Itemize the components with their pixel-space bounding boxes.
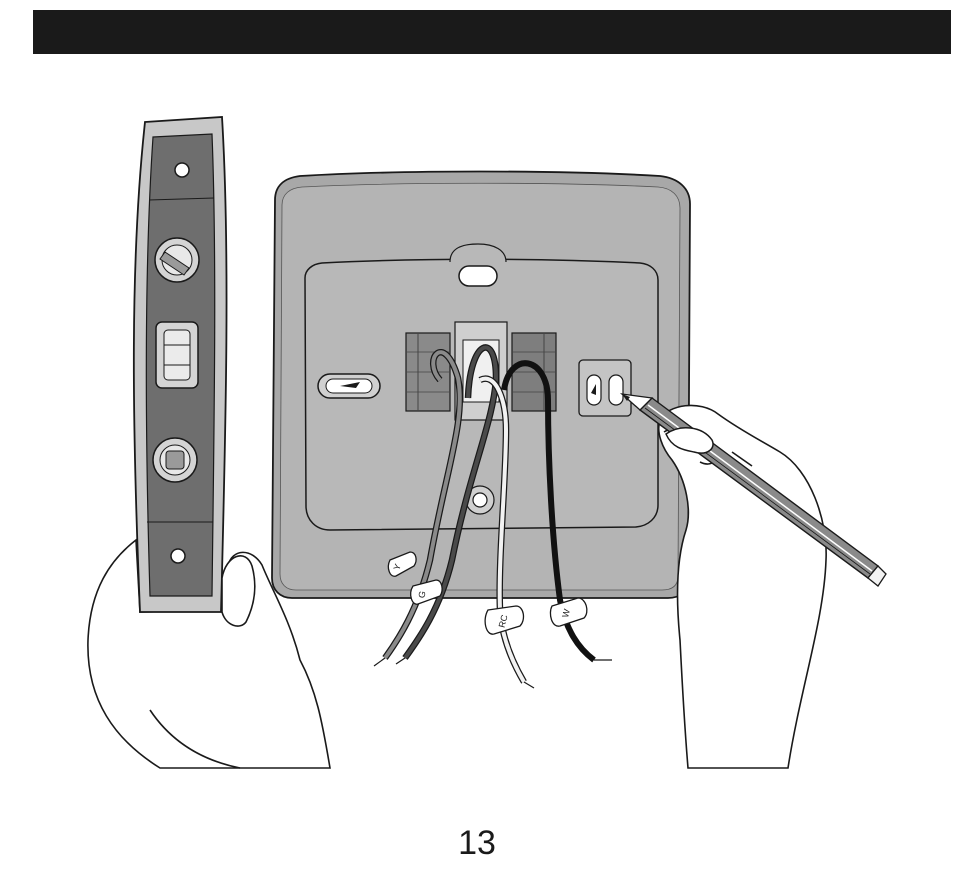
anchor-hole-right [609,375,623,405]
mount-hole-bottom [473,493,487,507]
level-mount-hole-bottom [171,549,185,563]
wire-tag-rc: RC [485,606,523,634]
right-hand [659,405,826,768]
wall-plate [272,172,690,599]
wire-tag-w: W [550,598,586,626]
level-mount-hole-top [175,163,189,177]
bubble-level [134,117,227,612]
mount-slot-top [459,266,497,286]
page-number: 13 [0,826,954,860]
